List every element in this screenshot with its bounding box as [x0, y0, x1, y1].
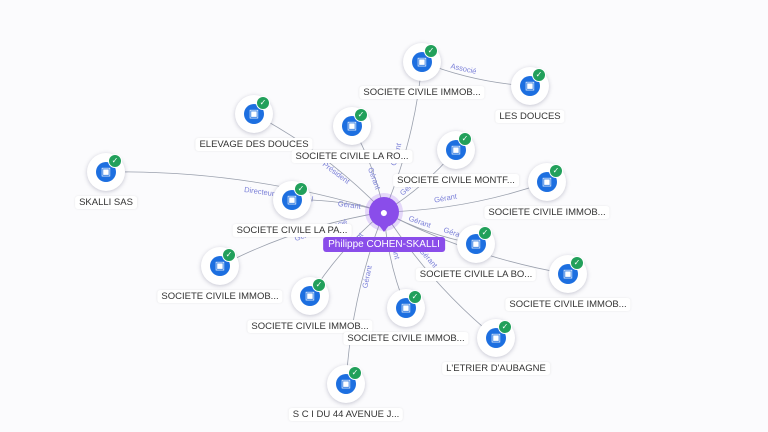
company-label-n12[interactable]: SOCIETE CIVILE IMMOB...	[247, 320, 373, 333]
company-label-n7[interactable]: SOCIETE CIVILE IMMOB...	[484, 206, 610, 219]
company-node-n8[interactable]: ▣✓	[273, 181, 311, 219]
company-label-n13[interactable]: SOCIETE CIVILE IMMOB...	[343, 332, 469, 345]
company-label-n5[interactable]: SOCIETE CIVILE MONTF...	[393, 174, 519, 187]
verified-check-icon: ✓	[458, 132, 472, 146]
edge-label-n2: Associé	[450, 61, 478, 75]
verified-check-icon: ✓	[312, 278, 326, 292]
company-node-n1[interactable]: ▣✓	[403, 43, 441, 81]
verified-check-icon: ✓	[570, 256, 584, 270]
verified-check-icon: ✓	[354, 108, 368, 122]
company-label-n6[interactable]: SKALLI SAS	[75, 196, 137, 209]
company-label-n11[interactable]: SOCIETE CIVILE IMMOB...	[505, 298, 631, 311]
verified-check-icon: ✓	[222, 248, 236, 262]
company-label-n9[interactable]: SOCIETE CIVILE LA BO...	[415, 268, 537, 281]
company-label-n1[interactable]: SOCIETE CIVILE IMMOB...	[359, 86, 485, 99]
verified-check-icon: ✓	[348, 366, 362, 380]
company-label-n4[interactable]: SOCIETE CIVILE LA RO...	[291, 150, 413, 163]
edge-n6	[105, 171, 385, 213]
company-label-n10[interactable]: SOCIETE CIVILE IMMOB...	[157, 290, 283, 303]
verified-check-icon: ✓	[532, 68, 546, 82]
company-node-n11[interactable]: ▣✓	[549, 255, 587, 293]
company-node-n15[interactable]: ▣✓	[327, 365, 365, 403]
company-node-n6[interactable]: ▣✓	[87, 153, 125, 191]
edge-label-n8: Gérant	[337, 199, 362, 211]
verified-check-icon: ✓	[408, 290, 422, 304]
verified-check-icon: ✓	[256, 96, 270, 110]
edge-label-n3: Président	[321, 160, 352, 187]
verified-check-icon: ✓	[424, 44, 438, 58]
company-label-n8[interactable]: SOCIETE CIVILE LA PA...	[232, 224, 352, 237]
company-node-n4[interactable]: ▣✓	[333, 107, 371, 145]
company-node-n5[interactable]: ▣✓	[437, 131, 475, 169]
edge-label-n4: Gérant	[366, 166, 383, 191]
company-node-n12[interactable]: ▣✓	[291, 277, 329, 315]
verified-check-icon: ✓	[108, 154, 122, 168]
company-node-n9[interactable]: ▣✓	[457, 225, 495, 263]
edge-label-n9: Gérant	[407, 214, 432, 230]
company-label-n2[interactable]: LES DOUCES	[495, 110, 565, 123]
edge-n15	[345, 211, 385, 385]
edge-label-n7: Gérant	[433, 191, 458, 204]
edge-label-n15: Gérant	[360, 264, 374, 289]
company-label-n3[interactable]: ELEVAGE DES DOUCES	[195, 138, 313, 151]
verified-check-icon: ✓	[294, 182, 308, 196]
company-node-n2[interactable]: ▣✓	[511, 67, 549, 105]
center-pin-marker	[378, 224, 390, 232]
company-label-n15[interactable]: S C I DU 44 AVENUE J...	[288, 408, 404, 421]
company-label-n14[interactable]: L'ETRIER D'AUBAGNE	[442, 362, 550, 375]
center-person-node[interactable]: ●	[369, 197, 399, 227]
verified-check-icon: ✓	[478, 226, 492, 240]
verified-check-icon: ✓	[498, 320, 512, 334]
center-person-label[interactable]: Philippe COHEN-SKALLI	[323, 237, 445, 252]
company-node-n7[interactable]: ▣✓	[528, 163, 566, 201]
company-node-n14[interactable]: ▣✓	[477, 319, 515, 357]
company-node-n13[interactable]: ▣✓	[387, 289, 425, 327]
company-node-n10[interactable]: ▣✓	[201, 247, 239, 285]
verified-check-icon: ✓	[549, 164, 563, 178]
person-icon: ●	[379, 204, 389, 220]
company-node-n3[interactable]: ▣✓	[235, 95, 273, 133]
